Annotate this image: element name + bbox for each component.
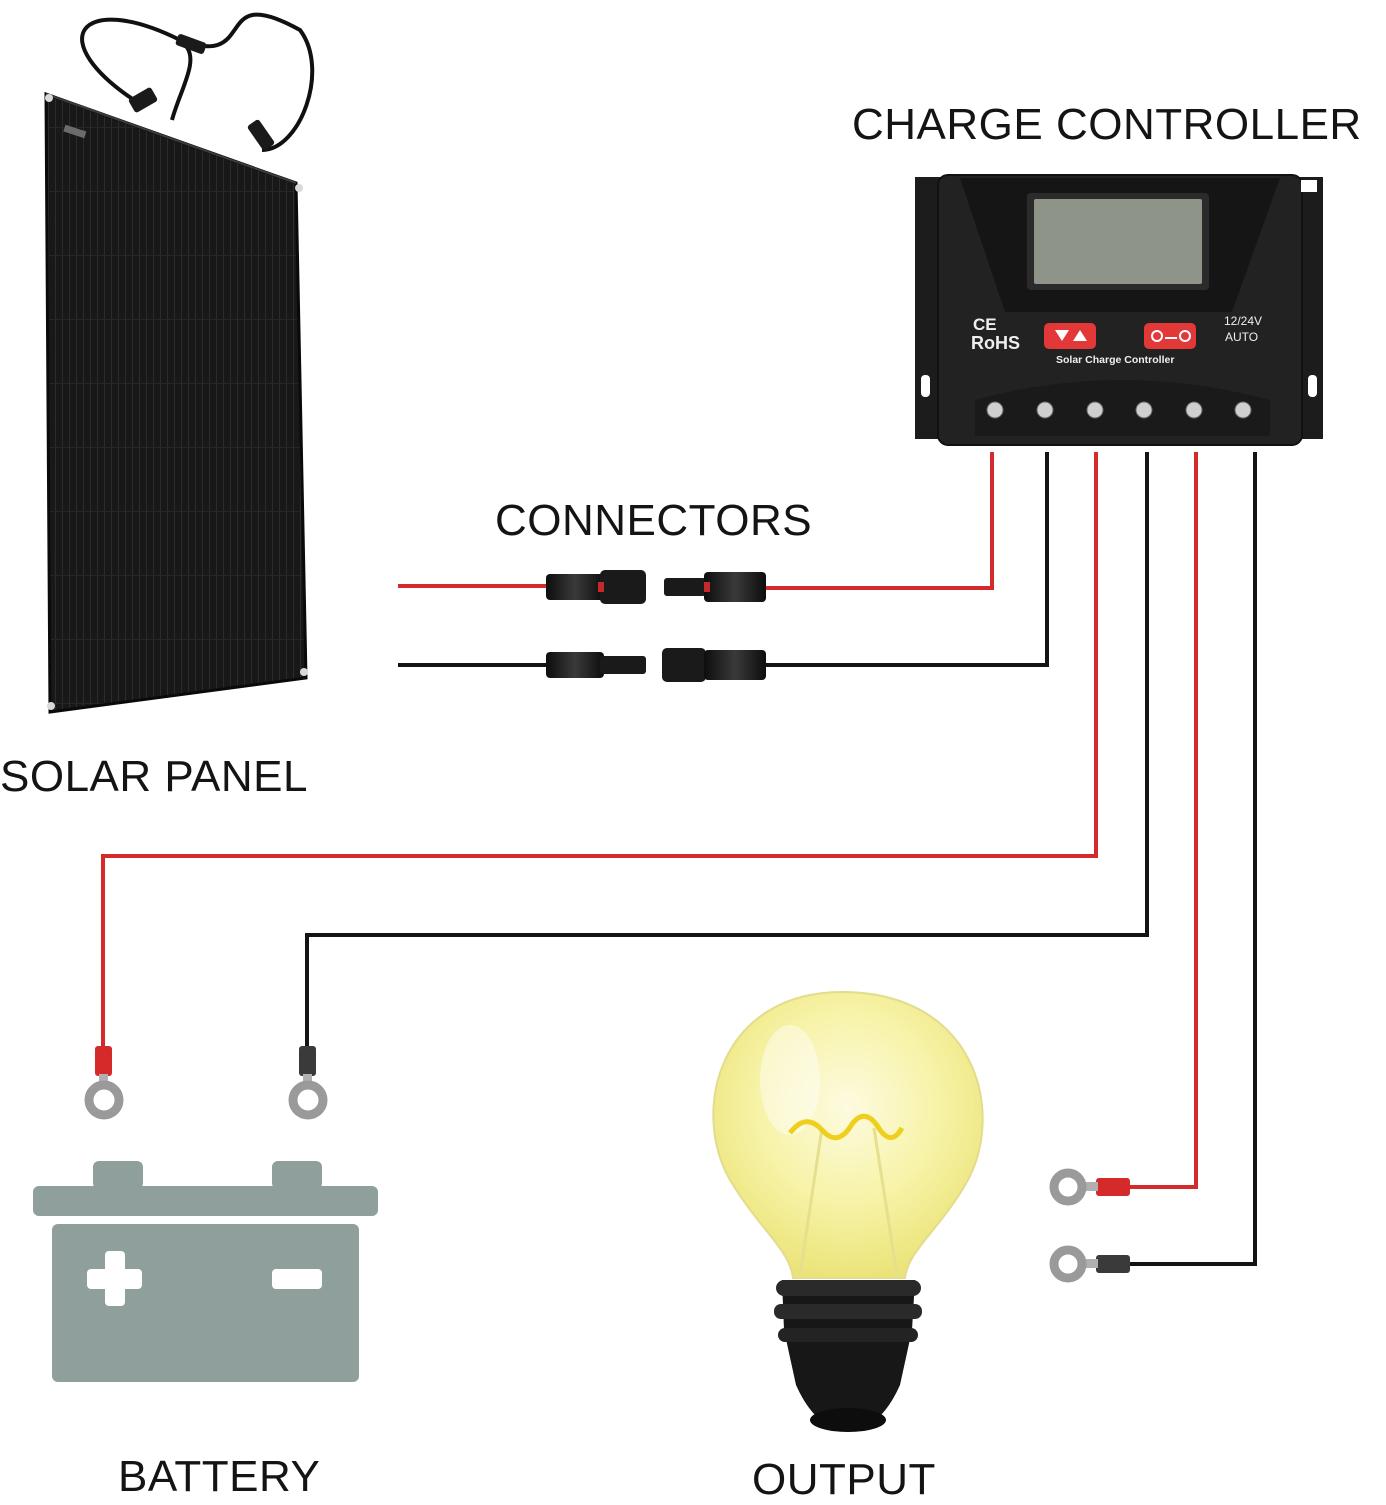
svg-text:CE: CE [973, 315, 997, 334]
mc4-connector-male-positive [664, 572, 766, 602]
plus-icon [87, 1251, 142, 1306]
battery-label: BATTERY [118, 1452, 321, 1501]
rohs-mark: RoHS [971, 333, 1020, 353]
voltage-label: 12/24V [1224, 314, 1262, 328]
pv-negative-wire [762, 452, 1049, 667]
output-label: OUTPUT [752, 1455, 936, 1504]
ring-terminal-negative [1049, 1245, 1130, 1283]
solar-panel [44, 91, 308, 714]
charge-controller-label: CHARGE CONTROLLER [852, 100, 1362, 149]
up-down-button[interactable] [1044, 323, 1096, 349]
bulb-icon [1151, 330, 1163, 342]
ce-mark: CE [973, 315, 997, 334]
battery-positive-wire [101, 452, 1098, 1050]
ring-terminal-positive [84, 1046, 124, 1120]
load-positive-wire [1128, 452, 1198, 1189]
pv-positive-wire [762, 452, 994, 590]
mc4-connector-female-positive [546, 570, 646, 604]
mc4-connector-female-negative [546, 652, 646, 678]
minus-icon [272, 1269, 322, 1289]
battery-icon [33, 1161, 378, 1382]
svg-text:12/24V: 12/24V [1224, 314, 1262, 328]
svg-text:AUTO: AUTO [1225, 330, 1258, 344]
light-bulb-icon [712, 990, 984, 1432]
terminal-screw [1036, 401, 1054, 419]
battery-ring-terminals [84, 1046, 328, 1120]
solar-panel-label: SOLAR PANEL [0, 752, 308, 801]
wires [101, 452, 1257, 1266]
ring-terminal-negative [288, 1046, 328, 1120]
svg-text:Solar Charge Controller: Solar Charge Controller [1056, 354, 1174, 366]
load-negative-wire [1128, 452, 1257, 1266]
load-button[interactable] [1144, 323, 1196, 349]
controller-name: Solar Charge Controller [1056, 354, 1174, 366]
mc4-connectors [546, 570, 766, 682]
terminal-block [986, 401, 1252, 419]
ring-terminal-positive [1049, 1168, 1130, 1206]
mode-label: AUTO [1225, 330, 1258, 344]
mc4-connector-male-negative [662, 648, 766, 682]
panel-cables [80, 12, 315, 152]
svg-text:RoHS: RoHS [971, 333, 1020, 353]
battery-negative-wire [305, 452, 1149, 1050]
output-ring-terminals [1049, 1168, 1130, 1283]
terminal-screw [1185, 401, 1203, 419]
terminal-screw [1086, 401, 1104, 419]
terminal-screw [986, 401, 1004, 419]
terminal-screw [1135, 401, 1153, 419]
terminal-screw [1234, 401, 1252, 419]
connectors-label: CONNECTORS [495, 496, 813, 545]
charge-controller: CE RoHS 12/24V AUTO Solar Charge Control… [915, 174, 1323, 446]
